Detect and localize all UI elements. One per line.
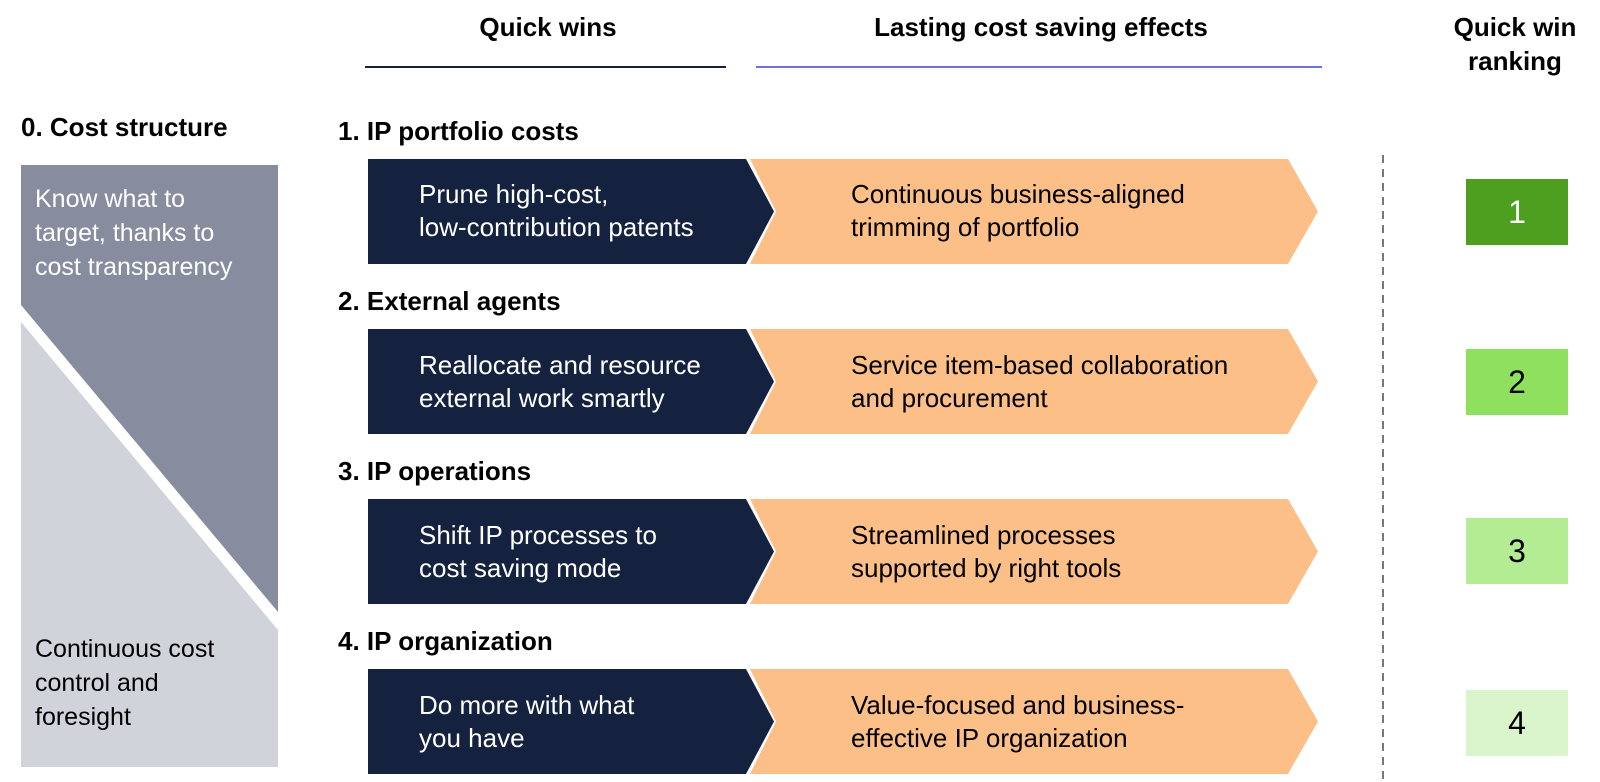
quick-win-line: you have (419, 723, 525, 753)
lasting-effect-line: trimming of portfolio (851, 212, 1080, 242)
quick-win-chevron (368, 329, 774, 434)
chevron-group (368, 159, 1318, 774)
quick-wins-rule (365, 66, 726, 68)
header-lasting-effects: Lasting cost saving effects (874, 12, 1208, 42)
cost-structure-top-panel (21, 165, 278, 612)
quick-win-line: external work smartly (419, 383, 665, 413)
row-title: 4. IP organization (338, 626, 553, 656)
header-ranking-line1: Quick win (1453, 12, 1577, 42)
header-quick-win-ranking: Quick win ranking (1430, 10, 1600, 78)
quick-win-line: Shift IP processes to (419, 520, 657, 550)
cost-control-line: control and (35, 669, 159, 697)
row-title: 2. External agents (338, 286, 561, 316)
lasting-effect-line: Service item-based collaboration (851, 350, 1229, 380)
quick-win-chevron (368, 159, 774, 264)
lasting-effect-chevron (750, 499, 1318, 604)
header-quick-wins: Quick wins (479, 12, 617, 42)
quick-win-line: cost saving mode (419, 553, 622, 583)
cost-structure-title: 0. Cost structure (21, 112, 228, 142)
lasting-effect-line: effective IP organization (851, 723, 1128, 753)
cost-structure-bottom-panel (21, 322, 278, 767)
cost-transparency-line: Know what to (35, 185, 186, 213)
row-title: 1. IP portfolio costs (338, 116, 579, 146)
lasting-effect-line: Streamlined processes (851, 520, 1116, 550)
header-ranking-line2: ranking (1468, 46, 1562, 76)
lasting-effects-rule (756, 66, 1322, 68)
lasting-effect-line: supported by right tools (851, 553, 1122, 583)
cost-transparency-text: Know what to target, thanks to cost tran… (35, 182, 232, 284)
cost-control-line: Continuous cost (35, 635, 215, 663)
quick-win-line: Prune high-cost, (419, 179, 609, 209)
cost-transparency-line: target, thanks to (35, 219, 215, 247)
quick-win-chevron (368, 669, 774, 774)
rank-badge: 4 (1466, 690, 1568, 756)
lasting-effect-line: Value-focused and business- (851, 690, 1185, 720)
rank-badge: 3 (1466, 518, 1568, 584)
lasting-effect-text: Value-focused and business- effective IP… (851, 689, 1184, 755)
row-title: 3. IP operations (338, 456, 532, 486)
lasting-effect-text: Continuous business-aligned trimming of … (851, 178, 1185, 244)
lasting-effect-text: Service item-based collaboration and pro… (851, 349, 1228, 415)
lasting-effect-chevron (750, 159, 1318, 264)
quick-win-text: Prune high-cost, low-contribution patent… (419, 178, 694, 244)
lasting-effect-line: and procurement (851, 383, 1048, 413)
quick-win-text: Shift IP processes to cost saving mode (419, 519, 657, 585)
lasting-effect-line: Continuous business-aligned (851, 179, 1185, 209)
rank-badge: 2 (1466, 349, 1568, 415)
quick-win-chevron (368, 499, 774, 604)
quick-win-line: low-contribution patents (419, 212, 694, 242)
quick-win-text: Reallocate and resource external work sm… (419, 349, 701, 415)
quick-win-text: Do more with what you have (419, 689, 634, 755)
quick-win-line: Do more with what (419, 690, 635, 720)
rank-badge: 1 (1466, 179, 1568, 245)
quick-win-line: Reallocate and resource (419, 350, 701, 380)
cost-transparency-line: cost transparency (35, 253, 233, 281)
lasting-effect-chevron (750, 669, 1318, 774)
lasting-effect-text: Streamlined processes supported by right… (851, 519, 1121, 585)
cost-control-line: foresight (35, 703, 131, 731)
cost-control-text: Continuous cost control and foresight (35, 632, 214, 734)
lasting-effect-chevron (750, 329, 1318, 434)
